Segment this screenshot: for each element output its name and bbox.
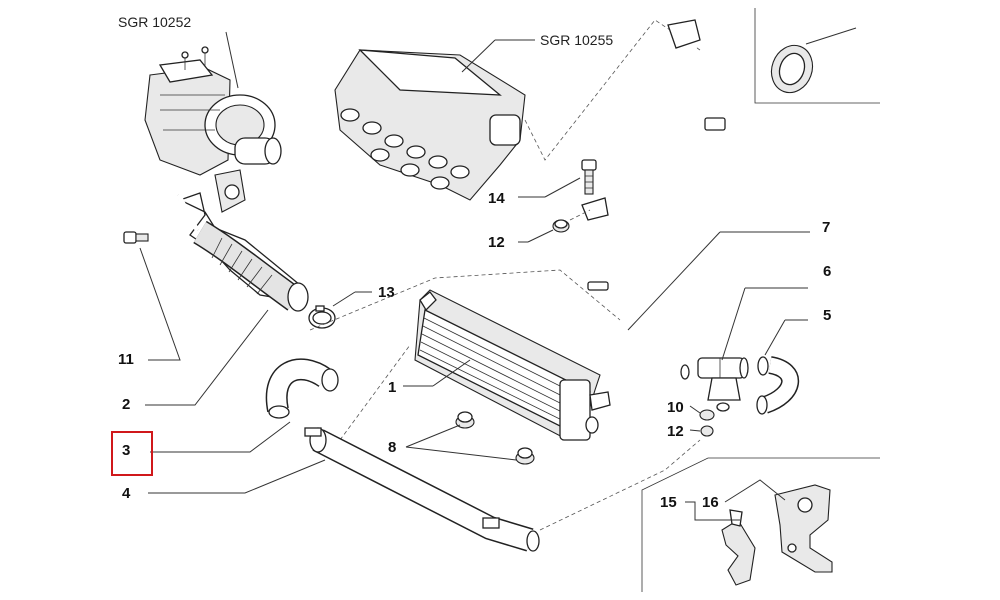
- nut-12-upper-part: [552, 219, 570, 233]
- turbo-reference-label: SGR 10252: [118, 14, 191, 30]
- callout-7: 7: [822, 219, 830, 236]
- bracket-15-part: [774, 484, 833, 573]
- turbocharger-part: [144, 31, 282, 213]
- bolt-11-part: [123, 231, 149, 244]
- intercooler-1-part: [414, 289, 611, 441]
- callout-5: 5: [823, 307, 831, 324]
- callout-3: 3: [122, 442, 130, 459]
- callout-14: 14: [488, 190, 505, 207]
- inset-frame-top-right: [754, 8, 880, 104]
- callout-1: 1: [388, 379, 396, 396]
- intake-manifold-part: [334, 39, 535, 201]
- callout-11: 11: [118, 351, 134, 368]
- callout-16: 16: [702, 494, 719, 511]
- manifold-reference-label: SGR 10255: [540, 32, 613, 48]
- callout-4: 4: [122, 485, 131, 502]
- callout-13: 13: [378, 284, 395, 301]
- bolt-14-part: [581, 159, 597, 195]
- inset-frame-bottom-right: [641, 457, 880, 592]
- hose-5-part: [756, 356, 799, 415]
- clip-16-part: [721, 509, 756, 586]
- clamp-13-part: [308, 305, 336, 329]
- manifold-ports: [340, 108, 470, 190]
- callout-2: 2: [122, 396, 130, 413]
- callout-15: 15: [660, 494, 677, 511]
- callout-6: 6: [823, 263, 831, 280]
- seal-ring-part: [770, 27, 857, 94]
- grommet-8-part: [455, 411, 535, 465]
- pipe-7-part: [581, 19, 726, 380]
- callout-3-highlight: [111, 431, 153, 476]
- fitting-6-part: [697, 357, 749, 401]
- hose-2-part: [175, 192, 309, 312]
- callout-12-lower: 12: [667, 423, 684, 440]
- washer-10-part: [699, 402, 730, 421]
- callout-10: 10: [667, 399, 684, 416]
- callout-12-upper: 12: [488, 234, 505, 251]
- hose-3-part: [265, 358, 339, 419]
- pipe-4-part: [304, 427, 540, 552]
- callout-8: 8: [388, 439, 396, 456]
- nut-12-lower-part: [700, 425, 714, 437]
